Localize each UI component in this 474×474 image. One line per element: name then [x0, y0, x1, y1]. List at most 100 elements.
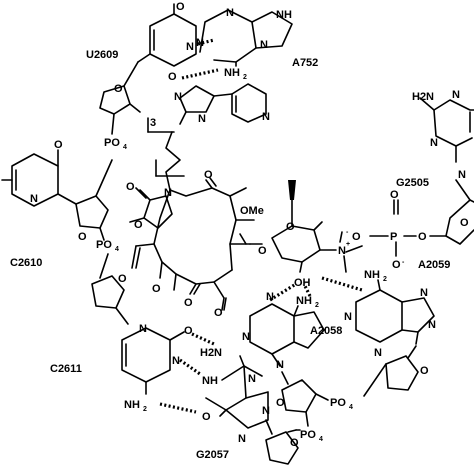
ketone-o-2: O	[184, 297, 193, 309]
g2057-n7: N	[238, 433, 246, 445]
a752-n9: N	[260, 39, 268, 51]
label-a752: A752	[292, 57, 318, 69]
lactone-o: O	[152, 283, 161, 295]
c2611-ring-o: O	[118, 273, 127, 285]
g2057-o6: O	[202, 411, 211, 423]
c2610-ribose: O	[75, 159, 113, 243]
po4-4: PO	[330, 397, 346, 409]
a2058-nh2-sub: 2	[315, 302, 319, 309]
hbond-a2059-oh	[321, 276, 363, 292]
g2057-ribose: O	[265, 419, 299, 465]
c2610-o2: O	[54, 139, 63, 151]
po4-1-sub: 4	[123, 144, 127, 151]
a2058-ring-o: O	[276, 397, 285, 409]
phosphate-group: O P O - O -	[346, 189, 417, 271]
label-g2057: G2057	[196, 449, 229, 461]
u2609-n3: N	[186, 41, 194, 53]
a2058-nh2: NH	[296, 295, 312, 307]
ome-label: OMe	[240, 205, 264, 217]
label-c2610: C2610	[10, 257, 42, 269]
phosphate-o-minus-1: O	[352, 231, 361, 243]
a752-n7h: NH	[276, 9, 292, 21]
a2058-n9: N	[276, 359, 284, 371]
phosphate-o-double: O	[390, 189, 399, 201]
g2057-h2n: H2N	[200, 347, 222, 359]
po4-4-sub: 4	[349, 404, 353, 411]
c2610-ring-o: O	[78, 231, 87, 243]
a2059-n7: N	[420, 287, 428, 299]
g2057-n3: N	[248, 373, 256, 385]
label-a2058: A2058	[310, 325, 342, 337]
chain-count: 3	[150, 117, 156, 129]
carbamate-ring: O O N	[126, 181, 173, 231]
u2609-ring-o: O	[114, 83, 123, 95]
g2057-ring-o: O	[290, 437, 299, 449]
carbamate-n: N	[164, 187, 172, 199]
g2057-guanine: H2N NH N O N N	[200, 347, 270, 445]
a752-n1: N	[226, 7, 234, 19]
c2611-nh2-sub: 2	[143, 406, 147, 413]
a2058-n1: N	[266, 291, 274, 303]
sugar-ring-o: O	[286, 221, 295, 233]
phosphate-charge-2: -	[402, 259, 405, 266]
hbond-c2611-g2057-3	[159, 402, 197, 414]
g2505-n3: N	[430, 137, 438, 149]
g2505-n9: N	[458, 169, 466, 181]
label-g2505: G2505	[396, 177, 429, 189]
a2059-nh2: NH	[364, 269, 380, 281]
a2058-n3: N	[242, 331, 250, 343]
po4-3-sub: 4	[319, 436, 323, 443]
a2059-n9: N	[428, 319, 436, 331]
po4-2: PO	[96, 239, 112, 251]
g2057-n9: N	[262, 405, 270, 417]
carbamate-o: O	[134, 219, 143, 231]
hbond-a752-u2609-2	[181, 68, 219, 80]
a2059-ribose: O	[363, 345, 429, 397]
po4-1: PO	[104, 137, 120, 149]
c2611-o2: O	[184, 325, 193, 337]
a2059-adenine: N N N N NH 2	[344, 269, 436, 359]
imidazole-n1: N	[174, 91, 182, 103]
c2611-n3: N	[172, 355, 180, 367]
c2611-ribose: O	[91, 253, 129, 325]
a752-n3: N	[196, 37, 204, 49]
carbamate-o-double: O	[126, 181, 135, 193]
label-a2059: A2059	[418, 259, 450, 271]
c2610-cytosine: O N	[1, 139, 77, 207]
u2609-o2: O	[168, 71, 177, 83]
butyl-linker: 3	[147, 117, 185, 191]
phosphate-p: P	[390, 231, 397, 243]
hbond-c2611-g2057-1	[191, 332, 215, 346]
hbond-c2611-g2057-2	[179, 358, 201, 376]
g2505-n1: N	[452, 89, 460, 101]
label-u2609: U2609	[86, 49, 118, 61]
u2609-ribose: O	[99, 61, 141, 135]
c2610-n3: N	[30, 193, 38, 205]
g2505-o5: O	[418, 231, 427, 243]
a2059-n1: N	[344, 311, 352, 323]
a752-adenine: N N N NH NH 2	[196, 7, 293, 81]
imidazole-pyridine-sidechain: N N N	[174, 83, 270, 125]
label-c2611: C2611	[50, 363, 82, 375]
c2611-cytosine: N N O NH 2	[121, 323, 193, 413]
a2059-nh2-sub: 2	[383, 276, 387, 283]
ketone-o-3: O	[214, 307, 223, 319]
a752-nh2: NH	[224, 67, 240, 79]
desosamine-sugar: O O OH N +	[249, 180, 363, 289]
u2609-uracil: O N O	[137, 1, 197, 83]
a2058-adenine: N N N NH 2	[242, 291, 325, 371]
po4-2-sub: 4	[115, 246, 119, 253]
phosphate-charge-1: -	[346, 229, 349, 236]
phosphate-o-minus-2: O	[392, 259, 401, 271]
sugar-nplus: N	[338, 245, 346, 257]
g2505-ring-o: O	[460, 217, 469, 229]
sugar-oh: OH	[294, 277, 311, 289]
glycosidic-o: O	[258, 245, 267, 257]
sugar-charge-plus: +	[346, 241, 350, 248]
a2058-ribose: O	[276, 371, 329, 427]
hbond-a752-u2609-1	[197, 38, 215, 46]
g2505-ribose: O O	[418, 179, 474, 245]
pyridine-n: N	[262, 111, 270, 123]
